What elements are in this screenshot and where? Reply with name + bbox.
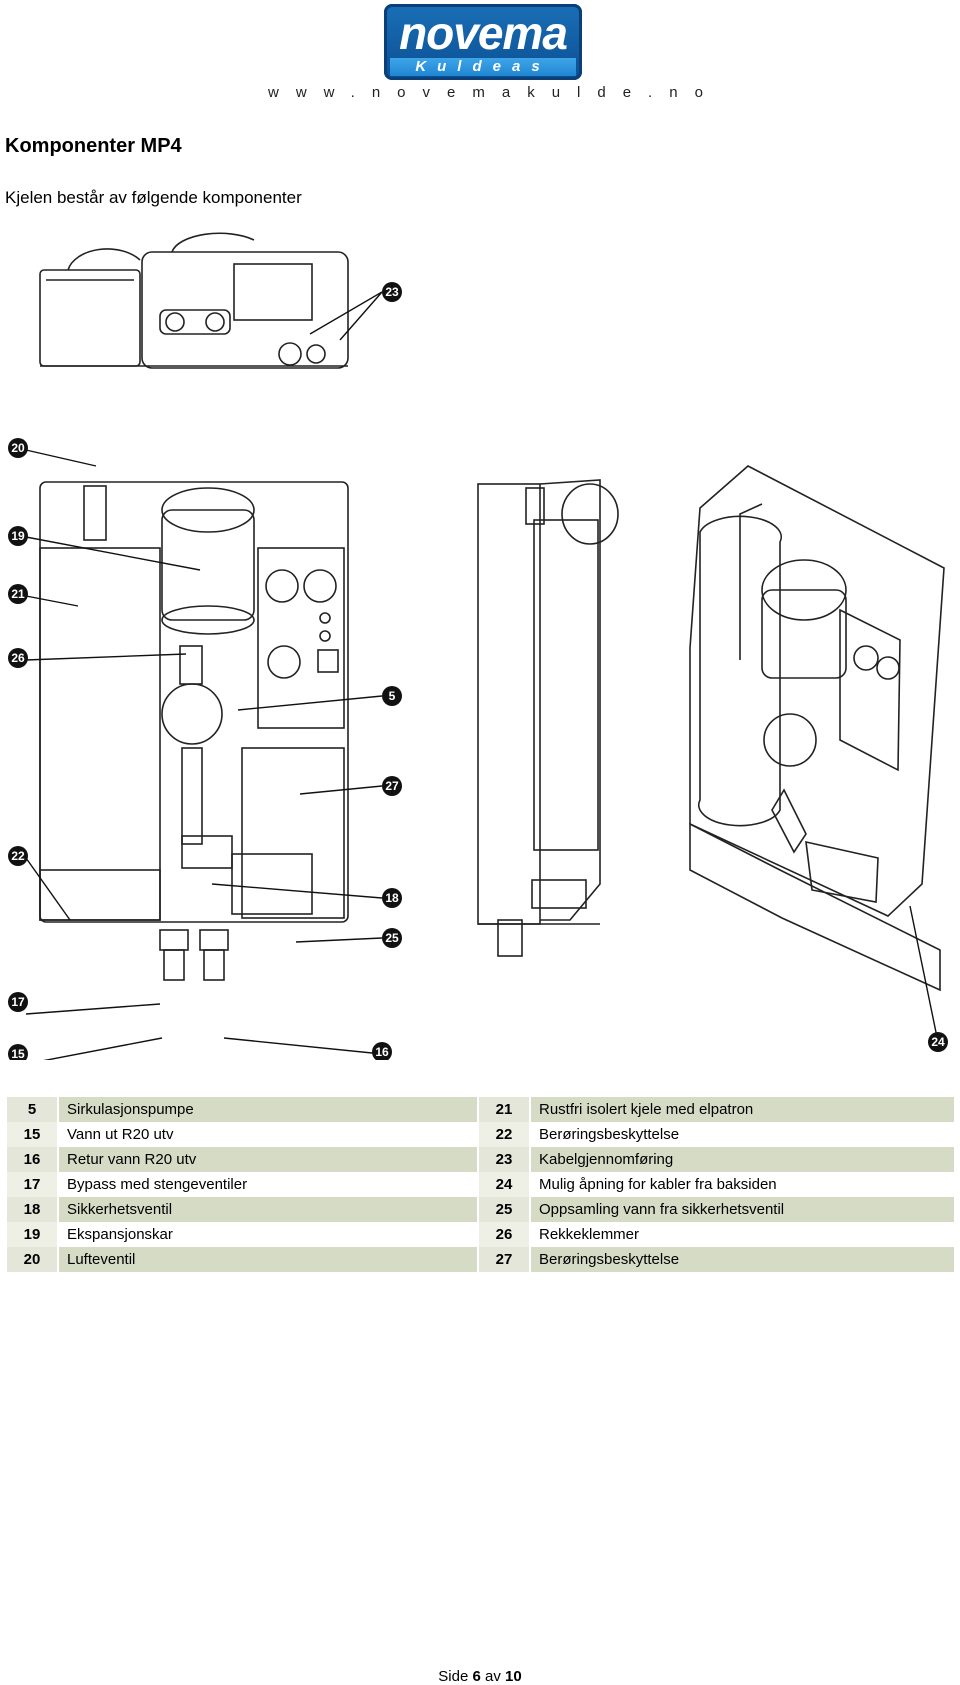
svg-text:5: 5 — [389, 689, 396, 703]
part-description: Sikkerhetsventil — [59, 1197, 477, 1222]
callout-20: 20 — [8, 438, 28, 458]
footer-page-total: 10 — [505, 1668, 522, 1685]
callout-15: 15 — [8, 1044, 28, 1060]
callout-26: 26 — [8, 648, 28, 668]
logo-subtitle: Kuldeas — [415, 58, 551, 75]
table-row: 20 Lufteventil 27 Berøringsbeskyttelse — [7, 1247, 954, 1272]
callout-5: 5 — [382, 686, 402, 706]
callout-17: 17 — [8, 992, 28, 1012]
part-description: Berøringsbeskyttelse — [531, 1122, 954, 1147]
svg-text:21: 21 — [11, 587, 25, 601]
part-number: 16 — [7, 1147, 57, 1172]
table-row: 5 Sirkulasjonspumpe 21 Rustfri isolert k… — [7, 1097, 954, 1122]
svg-text:24: 24 — [931, 1035, 945, 1049]
callout-24: 24 — [928, 1032, 948, 1052]
logo-wordmark: novema — [399, 7, 568, 59]
callout-16: 16 — [372, 1042, 392, 1060]
part-description: Mulig åpning for kabler fra baksiden — [531, 1172, 954, 1197]
part-number: 19 — [7, 1222, 57, 1247]
part-description: Lufteventil — [59, 1247, 477, 1272]
page-title: Komponenter MP4 — [5, 135, 182, 157]
svg-text:18: 18 — [385, 891, 399, 905]
part-description: Oppsamling vann fra sikkerhetsventil — [531, 1197, 954, 1222]
callout-25: 25 — [382, 928, 402, 948]
callout-22: 22 — [8, 846, 28, 866]
part-number: 25 — [479, 1197, 529, 1222]
part-number: 15 — [7, 1122, 57, 1147]
part-number: 5 — [7, 1097, 57, 1122]
svg-text:20: 20 — [11, 441, 25, 455]
logo-band — [390, 58, 576, 76]
part-description: Rekkeklemmer — [531, 1222, 954, 1247]
part-number: 23 — [479, 1147, 529, 1172]
side-view-drawing — [477, 479, 619, 957]
svg-text:22: 22 — [11, 849, 25, 863]
svg-text:26: 26 — [11, 651, 25, 665]
website-url: www.novemakulde.no — [268, 84, 720, 101]
table-row: 17 Bypass med stengeventiler 24 Mulig åp… — [7, 1172, 954, 1197]
part-number: 18 — [7, 1197, 57, 1222]
svg-text:25: 25 — [385, 931, 399, 945]
top-view-drawing — [39, 232, 349, 369]
svg-text:16: 16 — [375, 1045, 389, 1059]
part-number: 21 — [479, 1097, 529, 1122]
footer-middle: av — [485, 1668, 501, 1685]
part-description: Vann ut R20 utv — [59, 1122, 477, 1147]
part-description: Rustfri isolert kjele med elpatron — [531, 1097, 954, 1122]
intro-text: Kjelen består av følgende komponenter — [5, 188, 302, 207]
boiler-component-drawing: 23 20 19 21 26 5 27 22 18 25 17 15 16 24 — [8, 232, 948, 1060]
callout-18: 18 — [382, 888, 402, 908]
svg-text:27: 27 — [385, 779, 399, 793]
part-description: Ekspansjonskar — [59, 1222, 477, 1247]
svg-text:17: 17 — [11, 995, 25, 1009]
part-number: 24 — [479, 1172, 529, 1197]
table-row: 15 Vann ut R20 utv 22 Berøringsbeskyttel… — [7, 1122, 954, 1147]
part-description: Retur vann R20 utv — [59, 1147, 477, 1172]
front-view-drawing — [39, 481, 349, 981]
part-number: 27 — [479, 1247, 529, 1272]
table-row: 16 Retur vann R20 utv 23 Kabelgjennomfør… — [7, 1147, 954, 1172]
part-description: Berøringsbeskyttelse — [531, 1247, 954, 1272]
footer-page-number: 6 — [472, 1668, 481, 1685]
perspective-view-drawing — [689, 465, 945, 992]
callout-21: 21 — [8, 584, 28, 604]
company-logo: novema Kuldeas — [384, 4, 582, 80]
footer-prefix: Side — [438, 1668, 469, 1685]
table-row: 18 Sikkerhetsventil 25 Oppsamling vann f… — [7, 1197, 954, 1222]
components-table: 5 Sirkulasjonspumpe 21 Rustfri isolert k… — [5, 1097, 956, 1272]
svg-text:15: 15 — [11, 1047, 25, 1060]
svg-text:19: 19 — [11, 529, 25, 543]
table-row: 19 Ekspansjonskar 26 Rekkeklemmer — [7, 1222, 954, 1247]
callout-19: 19 — [8, 526, 28, 546]
callout-27: 27 — [382, 776, 402, 796]
callout-23: 23 — [382, 282, 402, 302]
page-footer: Side 6 av 10 — [0, 1668, 960, 1685]
part-number: 20 — [7, 1247, 57, 1272]
svg-text:23: 23 — [385, 285, 399, 299]
part-number: 17 — [7, 1172, 57, 1197]
part-number: 22 — [479, 1122, 529, 1147]
part-description: Kabelgjennomføring — [531, 1147, 954, 1172]
part-description: Sirkulasjonspumpe — [59, 1097, 477, 1122]
part-description: Bypass med stengeventiler — [59, 1172, 477, 1197]
part-number: 26 — [479, 1222, 529, 1247]
